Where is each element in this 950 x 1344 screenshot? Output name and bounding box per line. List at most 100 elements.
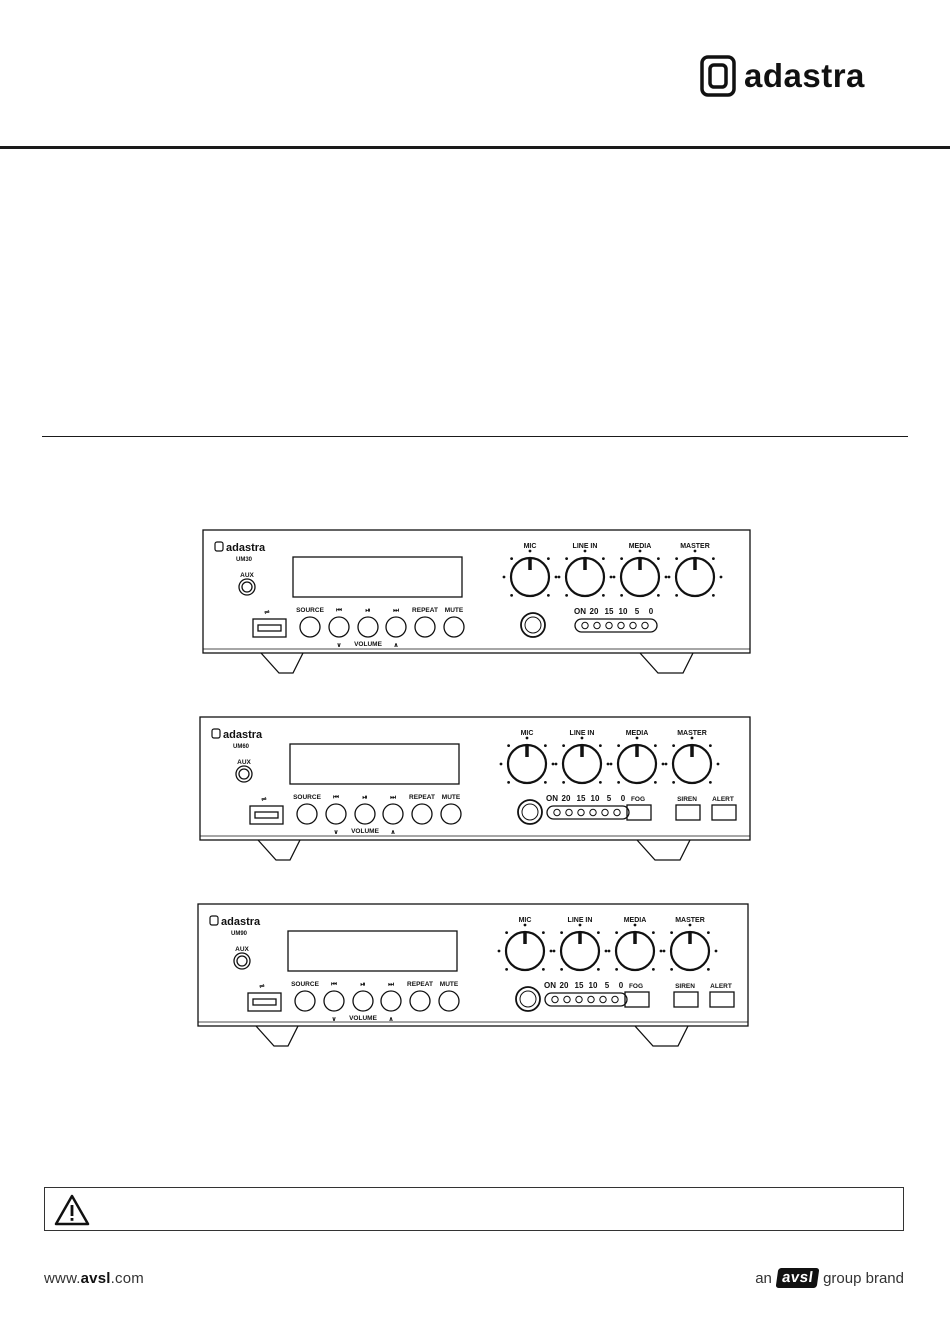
panel-button (328, 616, 350, 638)
panel-logo-icon (209, 915, 219, 926)
meter-led (611, 995, 619, 1004)
button-label: MUTE (445, 607, 464, 614)
panel-foot (634, 1025, 689, 1047)
usb-icon: ⇌ (264, 609, 270, 616)
knob-tick (672, 744, 676, 748)
knob-tick (543, 744, 547, 748)
knob-tick (557, 575, 561, 579)
mic-jack-inner (521, 803, 539, 821)
knob-tick (554, 762, 558, 766)
effect-button-label: SIREN (675, 983, 695, 990)
panel-button (296, 803, 318, 825)
button-label: SOURCE (296, 607, 324, 614)
knob-tick (583, 549, 587, 553)
knob-tick (633, 923, 637, 927)
knob-tick (551, 762, 555, 766)
panel-model: UM30 (236, 557, 253, 563)
meter-label: ON (544, 981, 556, 990)
meter-led (617, 621, 625, 630)
brand-logo-icon (700, 55, 736, 97)
knob-tick (656, 557, 660, 561)
volume-label: VOLUME (349, 1015, 377, 1022)
effect-button (675, 804, 701, 821)
meter-label: 5 (635, 607, 640, 616)
knob-tick (541, 967, 545, 971)
meter-led (575, 995, 583, 1004)
usb-port (247, 992, 282, 1012)
knob-tick (565, 593, 569, 597)
effect-button-label: ALERT (710, 983, 732, 990)
lcd-display (287, 930, 458, 972)
effect-button (711, 804, 737, 821)
panel-button (294, 990, 316, 1012)
meter-label: 10 (591, 794, 600, 803)
meter-led (605, 621, 613, 630)
meter-led (601, 808, 609, 817)
volume-up-icon: ∧ (388, 1016, 393, 1023)
volume-up-icon: ∧ (390, 829, 395, 836)
knob-tick (546, 593, 550, 597)
knob-label: LINE IN (570, 730, 595, 737)
meter-label: 15 (575, 981, 584, 990)
knob-tick (609, 575, 613, 579)
knob-tick (598, 780, 602, 784)
knob-tick (653, 744, 657, 748)
button-label: MUTE (440, 981, 459, 988)
button-label: ⏮ (331, 981, 337, 988)
meter-led (553, 808, 561, 817)
website-suffix: .com (110, 1270, 144, 1287)
knob-tick (606, 762, 610, 766)
panel-button (443, 616, 465, 638)
knob-label: MEDIA (629, 543, 652, 550)
knob-tick (670, 967, 674, 971)
meter-label: 20 (590, 607, 599, 616)
knob-tick (554, 575, 558, 579)
panel-body (197, 903, 749, 1027)
knob-tick (706, 931, 710, 935)
knob-tick (562, 744, 566, 748)
volume-label: VOLUME (354, 641, 382, 648)
meter-label: 0 (621, 794, 626, 803)
meter-label: 15 (577, 794, 586, 803)
knob-tick (609, 762, 613, 766)
panel-foot (639, 652, 694, 674)
mic-jack (517, 799, 543, 825)
mic-jack-inner (519, 990, 537, 1008)
knob-tick (651, 931, 655, 935)
knob-tick (620, 557, 624, 561)
aux-jack-inner (241, 581, 253, 593)
panel-brand: adastra (223, 729, 263, 741)
knob-tick (549, 949, 553, 953)
meter-label: 10 (619, 607, 628, 616)
knob-tick (670, 931, 674, 935)
knob-tick (507, 780, 511, 784)
meter-label: 0 (619, 981, 624, 990)
panel-foot (260, 652, 304, 674)
meter-led (565, 808, 573, 817)
knob-tick (653, 780, 657, 784)
volume-down-icon: ∨ (331, 1016, 336, 1023)
meter-label: 5 (607, 794, 612, 803)
button-label: MUTE (442, 794, 461, 801)
button-label: REPEAT (412, 607, 438, 614)
knob-tick (525, 736, 529, 740)
knob-tick (714, 949, 718, 953)
knob-tick (690, 736, 694, 740)
knob-tick (656, 593, 660, 597)
button-label: SOURCE (291, 981, 319, 988)
button-label: ⏭ (388, 981, 394, 988)
panel-button (352, 990, 374, 1012)
knob-tick (546, 557, 550, 561)
knob-tick (662, 949, 666, 953)
knob-label: MEDIA (626, 730, 649, 737)
button-label: ⏯ (362, 794, 367, 801)
effect-button (626, 804, 652, 821)
panel-button (357, 616, 379, 638)
knob-tick (620, 593, 624, 597)
knob-label: MASTER (677, 730, 707, 737)
knob-tick (672, 780, 676, 784)
footer-website[interactable]: www.avsl.com (44, 1270, 144, 1287)
panel-button (299, 616, 321, 638)
meter-led (587, 995, 595, 1004)
panel-logo-icon (211, 728, 221, 739)
